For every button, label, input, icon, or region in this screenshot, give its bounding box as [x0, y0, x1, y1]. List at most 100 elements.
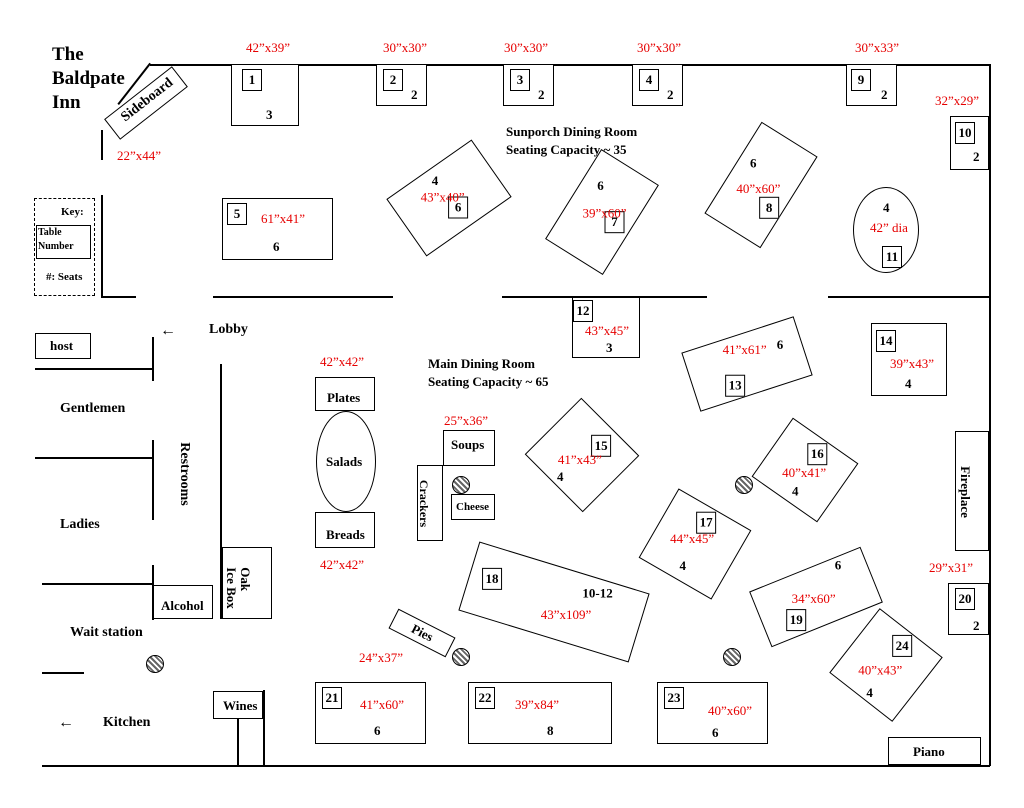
table-number: 4 — [639, 69, 659, 91]
table-size: 40”x43” — [858, 662, 903, 678]
table-number: 11 — [882, 246, 902, 268]
table-size: 30”x30” — [383, 40, 428, 55]
table-seats: 4 — [866, 684, 873, 700]
gentlemen-label: Gentlemen — [60, 401, 126, 416]
table-seats: 4 — [905, 376, 912, 391]
table-number: 16 — [807, 443, 828, 466]
ladies-label: Ladies — [60, 517, 100, 532]
sunporch-capacity: Seating Capacity ~ 35 — [506, 142, 627, 157]
table-seats: 6 — [834, 557, 842, 573]
breads-table[interactable]: Breads — [315, 512, 375, 548]
table-seats: 6 — [750, 155, 757, 171]
table-seats: 2 — [411, 87, 418, 102]
table-seats: 3 — [266, 107, 273, 122]
sunporch-name: Sunporch Dining Room — [506, 124, 638, 139]
table-size: 41”x60” — [360, 697, 405, 712]
host-stand[interactable]: host — [35, 333, 91, 359]
soups-label: Soups — [451, 437, 485, 452]
crackers-table[interactable]: Crackers — [417, 465, 443, 541]
table-seats: 2 — [538, 87, 545, 102]
table-number: 19 — [786, 609, 807, 632]
wall-wines-v — [263, 690, 265, 765]
table-size: 30”x33” — [855, 40, 900, 55]
kitchen-arrow[interactable]: ← — [58, 714, 74, 731]
soups-table[interactable]: Soups — [443, 430, 495, 466]
lobby-arrow[interactable]: ← — [160, 322, 176, 339]
table-size: 42” dia — [870, 220, 908, 235]
wall-restroom-v2 — [152, 440, 154, 520]
key-sample-table: Table Number — [36, 225, 91, 259]
table-seats: 6 — [776, 336, 784, 352]
salads-table[interactable]: Salads — [316, 411, 376, 512]
wines-wall — [237, 718, 239, 766]
inn-title-line3: Inn — [52, 92, 81, 113]
table-seats: 6 — [712, 725, 719, 740]
table-size: 43”x40” — [420, 189, 465, 205]
table-size: 32”x29” — [935, 93, 980, 108]
table-number: 23 — [664, 687, 684, 709]
table-number: 22 — [475, 687, 495, 709]
key-box: Key: Table Number #: Seats — [34, 198, 95, 296]
table-seats: 6 — [374, 723, 381, 738]
table-seats: 2 — [973, 149, 980, 164]
crackers-label: Crackers — [417, 479, 432, 528]
table-size: 41”x61” — [722, 342, 767, 358]
wall-restroom-top — [35, 368, 153, 370]
host-label: host — [50, 338, 74, 353]
restrooms-label: Restrooms — [176, 442, 192, 506]
cheese-table[interactable]: Cheese — [451, 494, 495, 520]
inn-title-line2: Baldpate — [52, 68, 125, 89]
plates-table[interactable]: Plates — [315, 377, 375, 411]
table-size: 39”x84” — [515, 697, 560, 712]
piano: Piano — [888, 737, 981, 765]
wines-rack: Wines — [213, 691, 263, 719]
column-post — [146, 655, 164, 673]
fireplace-label: Fireplace — [957, 466, 973, 518]
table-size: 44”x45” — [670, 530, 715, 546]
column-post — [452, 476, 470, 494]
table-23[interactable]: 23 6 40”x60” — [657, 682, 768, 744]
cheese-label: Cheese — [456, 501, 489, 513]
wall-right — [989, 64, 991, 766]
table-number: 2 — [383, 69, 403, 91]
table-seats: 2 — [667, 87, 674, 102]
wall-restroom-bottom — [42, 583, 152, 585]
table-number: 12 — [573, 300, 593, 322]
table-number: 5 — [227, 203, 247, 225]
table-seats: 10-12 — [582, 585, 613, 601]
table-seats: 4 — [792, 483, 799, 499]
sideboard-size: 22”x44” — [117, 148, 162, 163]
column-post — [452, 648, 470, 666]
table-seats: 4 — [431, 172, 439, 188]
key-seats: #: Seats — [46, 271, 83, 283]
table-number: 3 — [510, 69, 530, 91]
wall-top — [150, 64, 990, 66]
wall-left-2 — [101, 195, 103, 297]
table-number: 1 — [242, 69, 262, 91]
table-size: 40”x60” — [708, 703, 753, 718]
table-number: 8 — [759, 196, 780, 219]
